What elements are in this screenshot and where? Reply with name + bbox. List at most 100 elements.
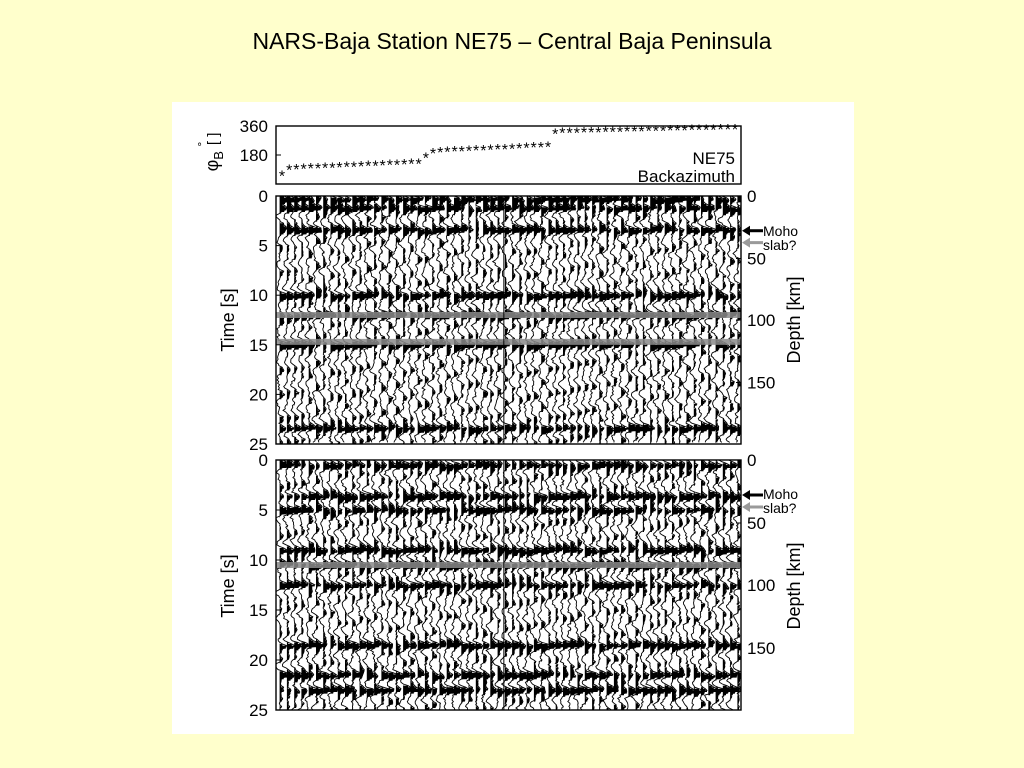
backazimuth-point: * — [487, 143, 493, 160]
upper-rf-trace-fill — [599, 196, 610, 444]
lower-rf-annotation-arrowhead — [742, 502, 750, 512]
upper-rf-trace — [383, 196, 400, 443]
upper-rf-trace-fill — [693, 196, 705, 441]
lower-rf-time-tick-label: 0 — [259, 451, 268, 470]
backazimuth-point: * — [408, 157, 414, 174]
lower-rf-trace — [339, 460, 356, 710]
upper-rf-trace — [703, 196, 718, 443]
lower-rf-trace — [703, 460, 720, 710]
lower-rf-trace — [558, 460, 575, 710]
upper-rf-trace — [630, 196, 646, 443]
lower-rf-trace — [732, 460, 741, 710]
backazimuth-point: * — [682, 123, 688, 140]
slide-title: NARS-Baja Station NE75 – Central Baja Pe… — [252, 28, 772, 54]
lower-rf-trace-fill — [279, 460, 290, 710]
backazimuth-point: * — [300, 162, 306, 179]
upper-slab-label: slab? — [763, 237, 797, 253]
upper-rf-trace-fill — [301, 196, 312, 444]
upper-rf-trace — [406, 196, 422, 443]
backazimuth-ytick-label: 180 — [240, 146, 268, 165]
backazimuth-point: * — [358, 159, 364, 176]
backazimuth-point: * — [351, 159, 357, 176]
lower-rf-trace-fill — [599, 460, 609, 710]
backazimuth-point: * — [602, 125, 608, 142]
lower-rf-trace — [681, 460, 699, 710]
backazimuth-point: * — [653, 124, 659, 141]
upper-rf-trace — [566, 196, 581, 443]
upper-rf-trace — [362, 196, 378, 443]
backazimuth-ylabel-sub: B — [211, 151, 226, 160]
backazimuth-point: * — [624, 124, 630, 141]
upper-rf-trace — [463, 196, 480, 443]
upper-rf-trace — [478, 196, 496, 443]
lower-rf-trace-fill — [330, 461, 342, 710]
backazimuth-point: * — [286, 163, 292, 180]
upper-rf-trace — [435, 196, 452, 443]
upper-rf-time-tick-label: 15 — [249, 336, 268, 355]
lower-rf-trace — [304, 460, 321, 710]
lower-rf-trace — [717, 460, 733, 710]
lower-rf-trace — [579, 460, 596, 710]
backazimuth-point: * — [703, 122, 709, 139]
lower-rf-traces — [276, 460, 741, 710]
upper-rf-trace — [543, 196, 561, 443]
lower-rf-depth-tick-label: 50 — [747, 514, 766, 533]
lower-rf-trace-fill — [432, 460, 443, 710]
upper-rf-trace — [276, 196, 291, 443]
upper-rf-trace — [673, 196, 690, 443]
backazimuth-point: * — [516, 141, 522, 158]
lower-rf-trace — [500, 460, 516, 710]
lower-rf-trace-fill — [286, 460, 297, 710]
upper-rf-trace — [624, 196, 639, 443]
upper-rf-trace — [572, 196, 589, 443]
lower-rf-trace — [310, 460, 327, 710]
lower-rf-trace-fill — [301, 460, 311, 707]
backazimuth-ylabel-main: φ — [202, 160, 222, 172]
backazimuth-point: * — [617, 124, 623, 141]
lower-rf-trace — [573, 460, 589, 710]
upper-rf-depth-tick-label: 150 — [747, 373, 775, 392]
upper-rf-trace — [347, 196, 364, 443]
lower-rf-trace-fill — [388, 460, 399, 707]
lower-rf-trace-fill — [410, 460, 421, 710]
upper-rf-trace — [600, 196, 617, 443]
upper-rf-depth-tick-label: 100 — [747, 311, 775, 330]
backazimuth-point: * — [279, 168, 285, 185]
upper-rf-trace-fill — [526, 196, 537, 444]
upper-rf-trace — [377, 196, 393, 443]
lower-rf-trace — [688, 460, 705, 710]
backazimuth-point: * — [372, 158, 378, 175]
backazimuth-point: * — [588, 125, 594, 142]
backazimuth-point: * — [430, 146, 436, 163]
lower-rf-depth-tick-label: 150 — [747, 639, 775, 658]
upper-rf-trace — [580, 196, 596, 443]
lower-rf-trace-fill — [366, 460, 378, 702]
panel-layer: 180360**********************************… — [240, 117, 776, 720]
upper-rf-trace-fill — [483, 196, 495, 444]
lower-rf-trace-fill — [374, 461, 385, 710]
lower-rf-trace-fill — [316, 461, 326, 705]
station-label: NE75 — [692, 149, 735, 168]
lower-rf-trace — [507, 460, 522, 710]
upper-rf-trace — [594, 196, 611, 443]
backazimuth-point: * — [416, 156, 422, 173]
upper-rf-trace-fill — [577, 196, 588, 443]
lower-rf-trace-fill — [628, 460, 640, 697]
backazimuth-point: * — [610, 125, 616, 142]
upper-rf-trace — [637, 196, 654, 443]
upper-rf-trace — [717, 196, 732, 443]
lower-rf-trace — [317, 460, 334, 710]
upper-rf-time-tick-label: 5 — [259, 237, 268, 256]
lower-rf-trace-fill — [446, 463, 457, 696]
upper-rf-trace — [296, 196, 312, 443]
lower-rf-annotation-arrowhead — [742, 490, 750, 500]
lower-rf-trace — [442, 460, 457, 710]
upper-rf-trace — [522, 196, 537, 443]
upper-rf-trace — [644, 196, 661, 443]
lower-rf-trace-fill — [483, 460, 494, 710]
backazimuth-point: * — [423, 151, 429, 168]
lower-rf-trace — [412, 460, 430, 710]
backazimuth-point: * — [595, 125, 601, 142]
backazimuth-point: * — [725, 122, 731, 139]
